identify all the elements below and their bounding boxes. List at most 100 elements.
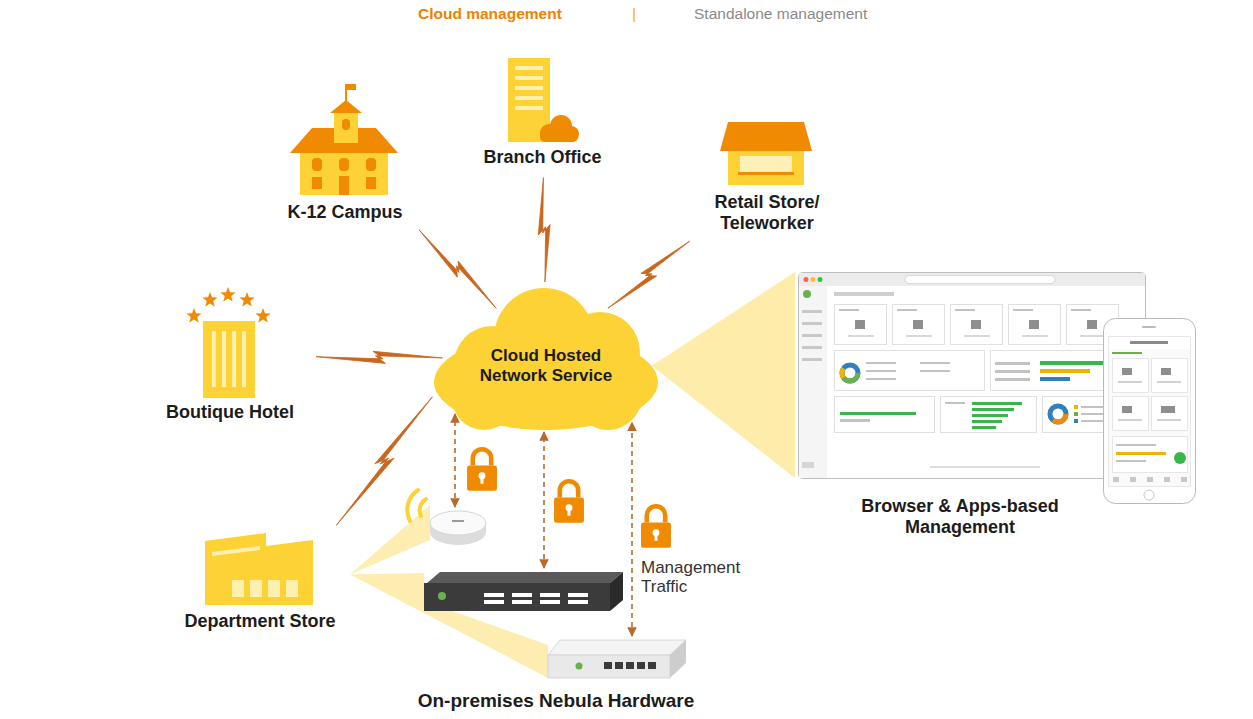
browser-screenshot (803, 290, 811, 298)
phone-mockup (1116, 452, 1166, 455)
access-point (420, 499, 426, 516)
phone-mockup (1109, 337, 1190, 349)
school-icon (345, 84, 347, 102)
school-icon (342, 119, 350, 130)
department-store-icon (286, 580, 298, 597)
campus-node: K-12 Campus (275, 82, 415, 227)
network-switch (484, 600, 504, 604)
browser-screenshot (930, 466, 1040, 468)
management-traffic-arrow (631, 423, 633, 637)
browser-screenshot (1087, 320, 1097, 329)
browser-screenshot (802, 358, 822, 361)
active-tab-label: Cloud management (418, 5, 562, 24)
cloud-node: Cloud Hosted Network Service (432, 286, 660, 432)
network-switch (540, 600, 560, 604)
network-switch (512, 593, 532, 597)
phone-mockup (1118, 381, 1142, 383)
browser-screenshot (866, 378, 896, 380)
phone-mockup (1118, 419, 1142, 421)
hotel-icon (186, 308, 201, 322)
network-switch (424, 583, 610, 611)
firewall-appliance (626, 662, 634, 669)
school-icon (312, 177, 322, 189)
browser-screenshot (811, 277, 816, 282)
browser-screenshot (972, 420, 1002, 423)
phone-mockup (1157, 419, 1181, 421)
department-store-icon (232, 580, 244, 597)
lightning-link (419, 230, 496, 308)
browser-screenshot (799, 286, 827, 478)
browser-screenshot (1040, 377, 1070, 381)
browser-screenshot (835, 351, 985, 391)
network-switch (427, 572, 623, 583)
browser-screenshot (840, 412, 916, 415)
lock-icon (554, 497, 584, 522)
browser-screenshot (972, 414, 1008, 417)
firewall-appliance (604, 662, 612, 669)
firewall-appliance (615, 662, 623, 669)
browser-screenshot (1050, 406, 1066, 422)
office-icon (515, 86, 543, 90)
lock-icon (473, 449, 491, 465)
network-switch (610, 572, 623, 611)
browser-screenshot (893, 305, 945, 345)
network-switch (512, 600, 532, 604)
phone-mockup (1122, 406, 1132, 413)
network-switch (484, 593, 504, 597)
hotel-node: Boutique Hotel (150, 285, 310, 427)
browser-screenshot (945, 402, 965, 404)
hotel-icon (232, 331, 236, 387)
hotel-icon (222, 331, 226, 387)
hotel-icon (239, 292, 254, 306)
browser-screenshot (818, 277, 823, 282)
browser-screenshot (804, 277, 809, 282)
department-store-icon (212, 546, 260, 556)
phone-mockup (1113, 359, 1149, 393)
department-store-node: Department Store (170, 530, 350, 636)
browser-screenshot (1074, 405, 1078, 409)
browser-screenshot (906, 335, 932, 337)
lock-icon (560, 481, 578, 497)
school-icon (339, 176, 349, 195)
node-label: Browser & Apps-based Management (835, 496, 1085, 537)
browser-screenshot (802, 310, 822, 313)
branch-office-node: Branch Office (470, 55, 615, 172)
school-icon (300, 153, 388, 195)
management-traffic-arrow (543, 432, 545, 568)
phone-mockup (1113, 437, 1188, 473)
browser-screenshot (799, 273, 1146, 479)
hotel-icon (203, 321, 255, 398)
browser-screenshot (971, 320, 981, 329)
school-icon (366, 158, 376, 171)
browser-screenshot (866, 362, 896, 364)
browser-screenshot (834, 292, 894, 296)
phone-mockup (1152, 397, 1188, 431)
hotel-icon (212, 331, 216, 387)
browser-screenshot (1029, 320, 1039, 329)
browser-screenshot (1074, 419, 1078, 423)
retail-node: Retail Store/ Teleworker (682, 118, 852, 237)
browser-screenshot (920, 370, 950, 372)
browser-screenshot (972, 402, 1022, 405)
hotel-icon (242, 331, 246, 387)
access-point (430, 511, 486, 535)
lock-icon (647, 506, 665, 522)
browser-screenshot (1022, 335, 1048, 337)
node-label: Boutique Hotel (150, 402, 310, 423)
firewall-appliance (548, 640, 686, 678)
school-icon (347, 84, 356, 90)
firewall-appliance (548, 655, 670, 678)
school-icon (366, 177, 376, 189)
browser-screenshot (897, 309, 917, 311)
node-label: Retail Store/ Teleworker (687, 192, 847, 233)
phone-mockup (1152, 359, 1188, 393)
phone-mockup (1161, 368, 1171, 375)
phone-mockup (1181, 477, 1187, 482)
network-switch (568, 593, 588, 597)
phone-mockup (1122, 368, 1132, 375)
store-icon (720, 122, 812, 185)
store-icon (720, 122, 812, 151)
browser-screenshot (802, 346, 822, 349)
